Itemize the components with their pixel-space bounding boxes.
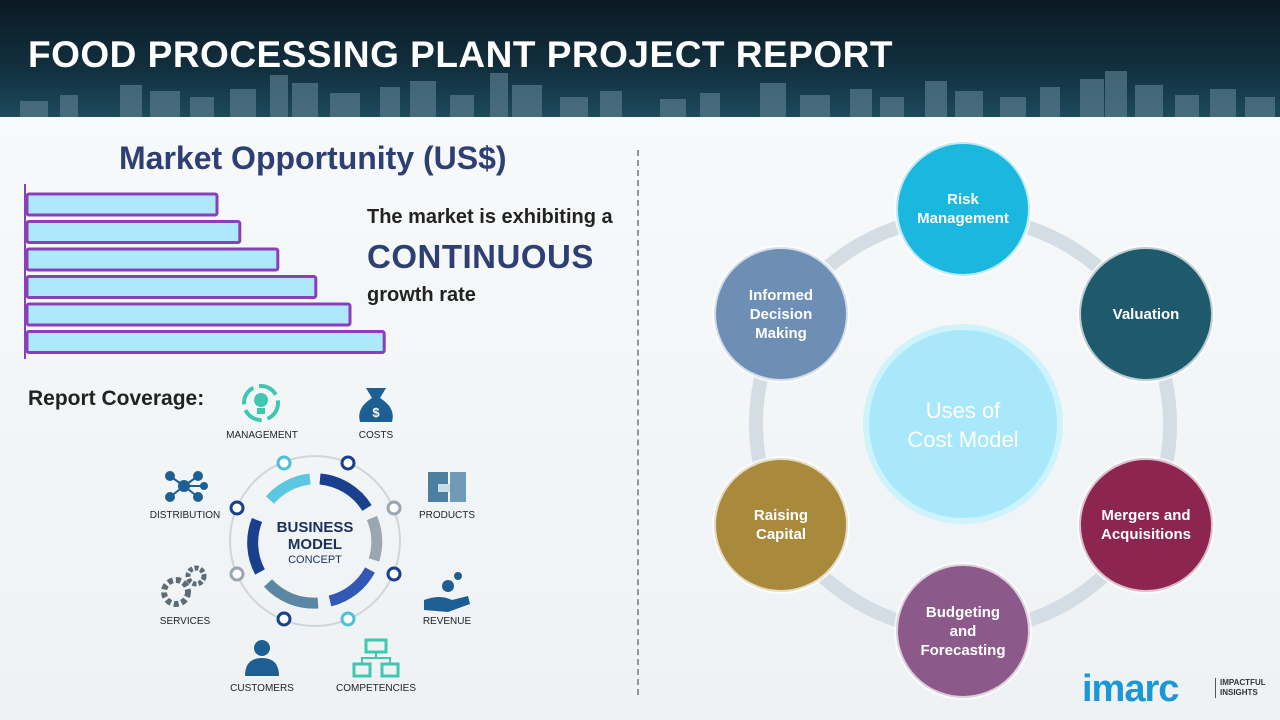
label-risk-line2: Management: [917, 210, 1009, 227]
page-title: FOOD PROCESSING PLANT PROJECT REPORT: [28, 34, 893, 75]
label-valuation-line1: Valuation: [1112, 305, 1180, 323]
market-bar: [25, 275, 318, 299]
growth-text-emphasis: CONTINUOUS: [367, 238, 594, 275]
person-icon: [245, 640, 279, 676]
svg-text:$: $: [372, 405, 380, 420]
growth-text-line3: growth rate: [367, 284, 476, 306]
city-skyline-graphic: [20, 71, 1275, 117]
coverage-label-costs: COSTS: [358, 430, 394, 441]
market-bar: [25, 247, 280, 272]
node-risk-management: [896, 142, 1030, 276]
boxes-icon: [428, 472, 466, 502]
business-model-center-line2: MODEL: [287, 536, 343, 553]
business-model-center-line3: CONCEPT: [288, 554, 342, 566]
market-bars-graphic: [24, 184, 386, 359]
market-bar: [25, 220, 242, 244]
label-valuation: Valuation: [1086, 274, 1206, 354]
lightbulb-cycle-icon: [242, 384, 280, 422]
content-area: [0, 117, 1280, 720]
coverage-label-management: MANAGEMENT: [226, 430, 298, 441]
business-model-center-line1: BUSINESS: [276, 519, 354, 536]
node-budgeting-forecasting: [896, 564, 1030, 698]
network-icon: [165, 471, 208, 502]
label-informed-line1: Informed: [748, 286, 814, 304]
market-opportunity-title: Market Opportunity (US$): [119, 140, 507, 176]
money-bag-icon: $: [359, 388, 393, 422]
center-label-line1: Uses of: [925, 398, 1001, 423]
logo-tagline-line2: INSIGHTS: [1220, 688, 1258, 697]
node-valuation: [1079, 247, 1213, 381]
label-raising-line2: Capital: [755, 526, 806, 543]
label-budgeting-line1: Budgeting: [925, 603, 1001, 621]
coverage-label-distribution: DISTRIBUTION: [149, 510, 221, 521]
coverage-label-competencies: COMPETENCIES: [335, 683, 416, 694]
hierarchy-icon: [352, 638, 400, 678]
coverage-label-customers: CUSTOMERS: [230, 683, 294, 694]
coverage-label-products: PRODUCTS: [418, 510, 476, 521]
section-divider: [637, 150, 639, 695]
imarc-logo: imarc: [1082, 668, 1179, 710]
cost-model-diagram: [712, 140, 1215, 700]
hand-coins-icon: [424, 572, 470, 612]
logo-tagline-line1: IMPACTFUL: [1220, 678, 1266, 687]
label-budgeting-line2: and: [949, 622, 977, 640]
label-mergers-line2: Acquisitions: [1100, 526, 1191, 543]
report-header: FOOD PROCESSING PLANT PROJECT REPORT: [0, 0, 1280, 117]
node-mergers-acquisitions: [1079, 458, 1213, 592]
business-model-diagram: $: [161, 384, 470, 678]
center-label-line2: Cost Model: [907, 427, 1019, 452]
market-bar: [25, 192, 219, 217]
growth-text-line1: The market is exhibiting a: [367, 206, 613, 228]
coverage-label-services: SERVICES: [159, 616, 211, 627]
center-circle: [863, 324, 1063, 524]
report-coverage-title: Report Coverage:: [28, 387, 205, 410]
market-bar: [25, 330, 386, 354]
label-raising-line1: Raising: [753, 507, 809, 524]
label-informed-line3: Making: [755, 324, 807, 342]
label-budgeting-line3: Forecasting: [920, 641, 1006, 659]
cost-model-center-label: Uses of Cost Model: [868, 330, 1058, 520]
gears-icon: [161, 565, 207, 607]
market-bar: [25, 302, 352, 327]
node-informed-decision-making: [714, 247, 848, 381]
label-risk-line1: Risk: [947, 191, 979, 208]
label-mergers-line1: Mergers and: [1101, 507, 1191, 524]
logo-tagline: IMPACTFUL INSIGHTS: [1215, 678, 1266, 698]
coverage-label-revenue: REVENUE: [422, 616, 472, 627]
label-informed-line2: Decision: [749, 305, 813, 323]
node-raising-capital: [714, 458, 848, 592]
